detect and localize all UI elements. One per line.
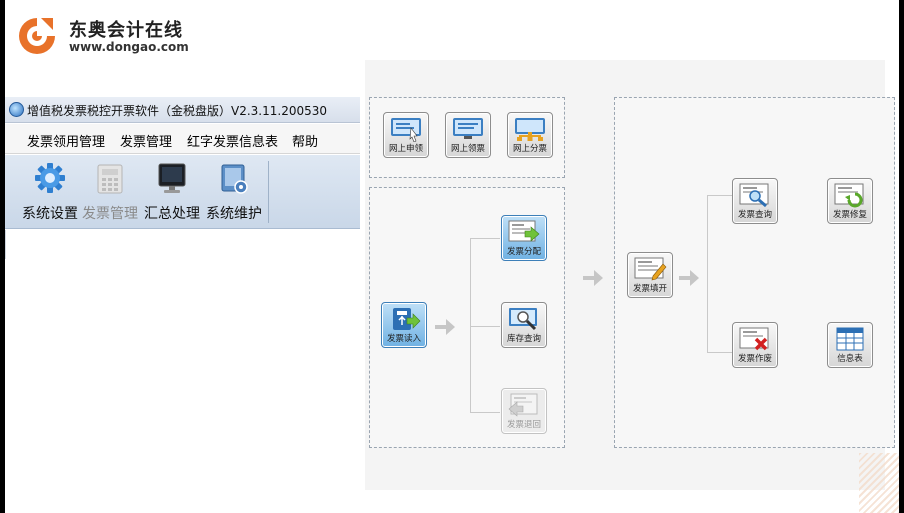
online-receive-icon bbox=[453, 118, 483, 139]
invoice-fill-label: 发票填开 bbox=[632, 284, 667, 294]
logo-en-text: www.dongao.com bbox=[69, 40, 189, 54]
system-settings-button[interactable]: 系统设置 bbox=[19, 159, 79, 225]
arrow-stem-1 bbox=[435, 325, 447, 329]
monitor-icon bbox=[158, 163, 186, 193]
connector-vertical-left bbox=[470, 238, 471, 413]
menu-red-invoice-info[interactable]: 红字发票信息表 bbox=[187, 135, 279, 150]
invoice-query-icon bbox=[739, 183, 769, 208]
arrow-right-icon-3 bbox=[690, 270, 699, 286]
invoice-return-button[interactable]: 发票退回 bbox=[501, 388, 547, 434]
invoice-distribute-icon bbox=[508, 220, 540, 242]
invoice-return-icon bbox=[508, 393, 538, 417]
invoice-fill-icon bbox=[634, 257, 667, 281]
table-icon bbox=[836, 327, 864, 351]
online-receive-label: 网上领票 bbox=[450, 144, 485, 154]
window-title: 增值税发票税控开票软件（金税盘版）V2.3.11.200530 bbox=[27, 104, 328, 118]
arrow-stem-2 bbox=[583, 276, 595, 280]
menu-help[interactable]: 帮助 bbox=[292, 135, 319, 150]
app-content-area bbox=[5, 230, 360, 259]
online-apply-label: 网上申领 bbox=[388, 144, 423, 154]
online-distribute-icon bbox=[515, 118, 545, 141]
invoice-app-window: 增值税发票税控开票软件（金税盘版）V2.3.11.200530 发票领用管理 发… bbox=[5, 97, 360, 259]
info-table-label: 信息表 bbox=[837, 354, 863, 364]
logo-cn-text: 东奥会计在线 bbox=[69, 20, 183, 41]
slide: 东奥会计在线 www.dongao.com 增值税发票税控开票软件（金税盘版）V… bbox=[5, 0, 899, 513]
online-distribute-label: 网上分票 bbox=[512, 144, 547, 154]
invoice-read-label: 发票读入 bbox=[386, 334, 421, 344]
dongao-logo: 东奥会计在线 www.dongao.com bbox=[15, 10, 205, 60]
info-table-button[interactable]: 信息表 bbox=[827, 322, 873, 368]
invoice-repair-label: 发票修复 bbox=[832, 210, 867, 220]
arrow-right-icon bbox=[446, 319, 455, 335]
invoice-manage-label: 发票管理 bbox=[82, 206, 138, 222]
connector-to-void bbox=[707, 352, 732, 353]
usb-read-icon bbox=[393, 308, 421, 330]
toolbar-divider bbox=[268, 161, 269, 223]
stock-query-label: 库存查询 bbox=[506, 334, 541, 344]
online-distribute-button[interactable]: 网上分票 bbox=[507, 112, 553, 158]
invoice-query-label: 发票查询 bbox=[737, 210, 772, 220]
invoice-repair-button[interactable]: 发票修复 bbox=[827, 178, 873, 224]
connector-to-query bbox=[707, 195, 732, 196]
menu-invoice-manage[interactable]: 发票管理 bbox=[120, 135, 173, 150]
connector-to-distribute bbox=[470, 238, 500, 239]
invoice-read-button[interactable]: 发票读入 bbox=[381, 302, 427, 348]
connector-to-return bbox=[470, 412, 500, 413]
invoice-distribute-label: 发票分配 bbox=[506, 247, 541, 257]
arrow-right-icon-2 bbox=[594, 270, 603, 286]
invoice-repair-icon bbox=[834, 183, 864, 208]
invoice-void-label: 发票作废 bbox=[737, 354, 772, 364]
corner-decoration bbox=[859, 453, 899, 513]
stock-query-button[interactable]: 库存查询 bbox=[501, 302, 547, 348]
calculator-icon bbox=[97, 164, 123, 194]
summary-button[interactable]: 汇总处理 bbox=[141, 159, 201, 225]
window-titlebar: 增值税发票税控开票软件（金税盘版）V2.3.11.200530 bbox=[5, 97, 360, 123]
system-maintenance-label: 系统维护 bbox=[206, 206, 262, 222]
system-maintenance-button[interactable]: 系统维护 bbox=[203, 159, 263, 225]
summary-label: 汇总处理 bbox=[144, 206, 200, 222]
online-receive-button[interactable]: 网上领票 bbox=[445, 112, 491, 158]
gear-icon bbox=[35, 163, 65, 193]
invoice-distribute-button[interactable]: 发票分配 bbox=[501, 215, 547, 261]
connector-to-stock bbox=[470, 326, 500, 327]
connector-vertical-right bbox=[707, 195, 708, 353]
arrow-stem-3 bbox=[679, 276, 691, 280]
invoice-void-button[interactable]: 发票作废 bbox=[732, 322, 778, 368]
invoice-manage-button[interactable]: 发票管理 bbox=[79, 159, 139, 225]
app-logo-icon bbox=[9, 102, 24, 117]
main-toolbar: 系统设置 发票管理 bbox=[5, 155, 360, 229]
invoice-return-label: 发票退回 bbox=[506, 420, 541, 430]
magnifier-monitor-icon bbox=[509, 308, 537, 331]
folder-gear-icon bbox=[221, 164, 248, 194]
invoice-fill-button[interactable]: 发票填开 bbox=[627, 252, 673, 298]
online-apply-icon bbox=[391, 118, 421, 142]
menu-bar: 发票领用管理 发票管理 红字发票信息表 帮助 bbox=[5, 124, 360, 154]
invoice-query-button[interactable]: 发票查询 bbox=[732, 178, 778, 224]
dongao-logo-icon bbox=[19, 16, 55, 54]
online-apply-button[interactable]: 网上申领 bbox=[383, 112, 429, 158]
menu-invoice-receive[interactable]: 发票领用管理 bbox=[27, 135, 106, 150]
system-settings-label: 系统设置 bbox=[22, 206, 78, 222]
invoice-void-icon bbox=[739, 327, 769, 351]
